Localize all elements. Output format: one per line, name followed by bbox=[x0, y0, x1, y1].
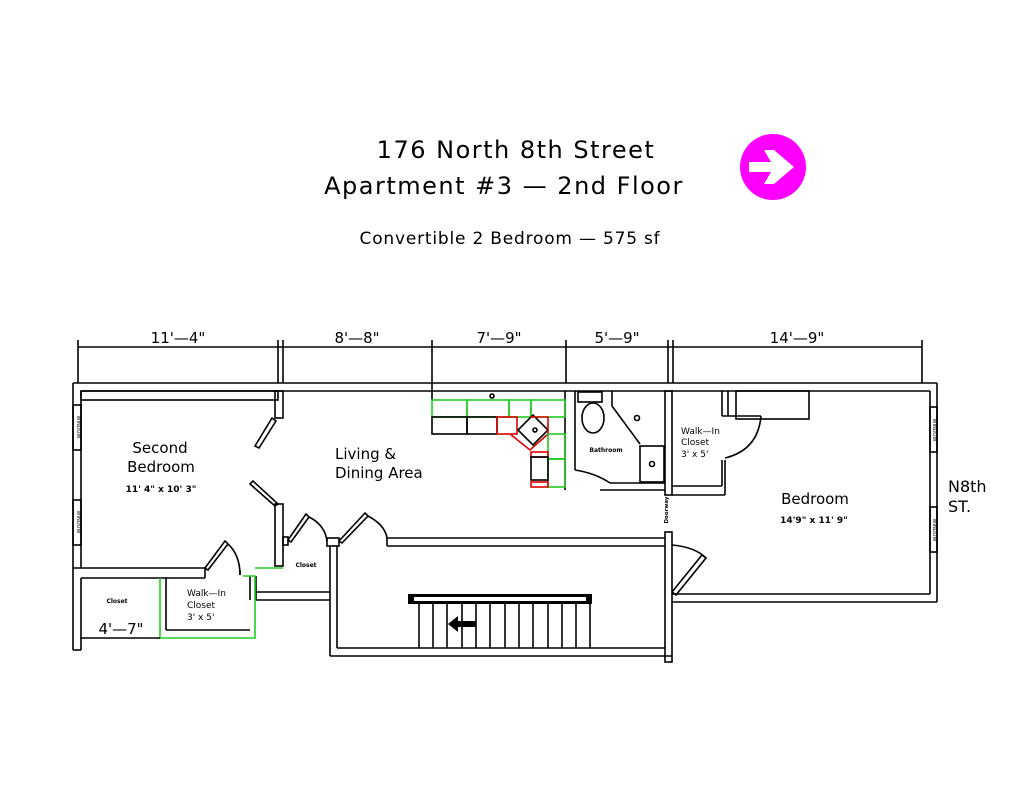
room-name: Walk—In bbox=[187, 589, 226, 599]
arrow-right-circle-icon bbox=[740, 134, 806, 200]
window-label: WINDOW bbox=[931, 419, 937, 442]
room-name: Living & bbox=[335, 445, 396, 463]
unit-title: Apartment #3 — 2nd Floor bbox=[324, 172, 684, 200]
room-name: Closet bbox=[187, 601, 216, 611]
room-name: Closet bbox=[106, 598, 127, 605]
room-name: Dining Area bbox=[335, 464, 423, 482]
doorway-label: Doorway bbox=[664, 496, 670, 523]
unit-subtitle: Convertible 2 Bedroom — 575 sf bbox=[360, 229, 661, 249]
kitchen-cabinets bbox=[431, 393, 566, 488]
dimension-label: 8'—8" bbox=[334, 329, 379, 347]
stair-direction-arrow-icon bbox=[448, 616, 476, 632]
room-name: Bathroom bbox=[589, 447, 622, 454]
street-label: ST. bbox=[948, 497, 971, 516]
room-name: Closet bbox=[295, 562, 316, 569]
dimension-label: 5'—9" bbox=[594, 329, 639, 347]
dimension-label: 14'—9" bbox=[770, 329, 825, 347]
room-size: 11' 4" x 10' 3" bbox=[126, 485, 197, 495]
room-size: 3' x 5' bbox=[187, 613, 214, 623]
room-size: 14'9" x 11' 9" bbox=[780, 516, 848, 526]
dimension-label: 7'—9" bbox=[476, 329, 521, 347]
street-label: N8th bbox=[948, 477, 987, 496]
address-title: 176 North 8th Street bbox=[377, 136, 656, 164]
dimension-label: 11'—4" bbox=[151, 329, 206, 347]
room-name: Walk—In bbox=[681, 427, 720, 437]
room-name: Bedroom bbox=[127, 458, 195, 476]
walk-in-closet-outline bbox=[80, 567, 283, 639]
walls bbox=[72, 382, 938, 663]
window-label: WINDOW bbox=[931, 519, 937, 542]
room-name: Second bbox=[132, 439, 187, 457]
room-size: 3' x 5' bbox=[681, 450, 708, 460]
dimension-label: 4'—7" bbox=[98, 620, 143, 638]
dimension-line bbox=[77, 340, 923, 400]
room-name: Closet bbox=[681, 438, 710, 448]
window-label: WINDOW bbox=[75, 511, 81, 534]
room-name: Bedroom bbox=[781, 490, 849, 508]
staircase bbox=[408, 594, 592, 648]
window-label: WINDOW bbox=[75, 416, 81, 439]
